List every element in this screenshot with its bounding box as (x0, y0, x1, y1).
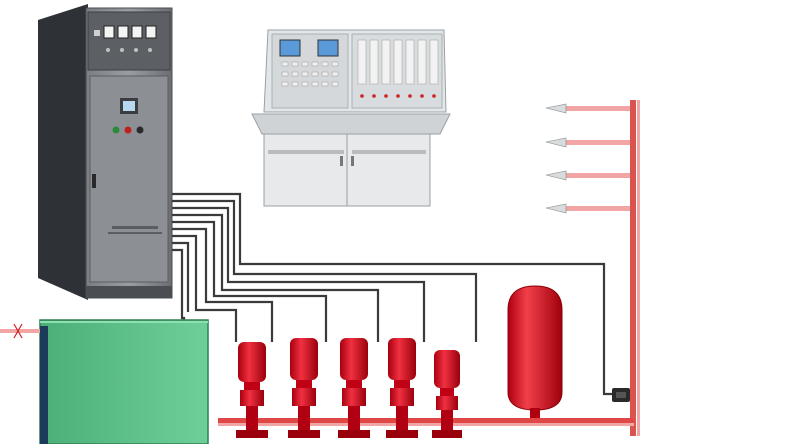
pump (432, 350, 462, 438)
pump (236, 342, 268, 438)
cabinet-meters (94, 25, 157, 52)
cabinet-nameplate (112, 226, 158, 229)
discharge-header (218, 418, 634, 426)
pressure-switch-icon (612, 388, 630, 402)
pressure-tank (507, 285, 563, 418)
sprinkler-branch (545, 137, 630, 148)
sprinkler-branch (545, 103, 630, 114)
console-screen-icon (279, 39, 301, 57)
control-cabinet (38, 4, 173, 300)
water-tank (0, 319, 209, 445)
pump (386, 338, 418, 438)
fire-control-console (251, 29, 451, 207)
cabinet-display-icon (120, 98, 138, 114)
cabinet-handle (92, 174, 96, 188)
sprinkler-piping (545, 100, 640, 436)
sprinkler-branch (545, 203, 630, 214)
pump (338, 338, 370, 438)
sprinkler-branch (545, 170, 630, 181)
pump (288, 338, 320, 438)
cabinet-buttons (112, 126, 144, 134)
inlet-pipe (0, 323, 40, 339)
